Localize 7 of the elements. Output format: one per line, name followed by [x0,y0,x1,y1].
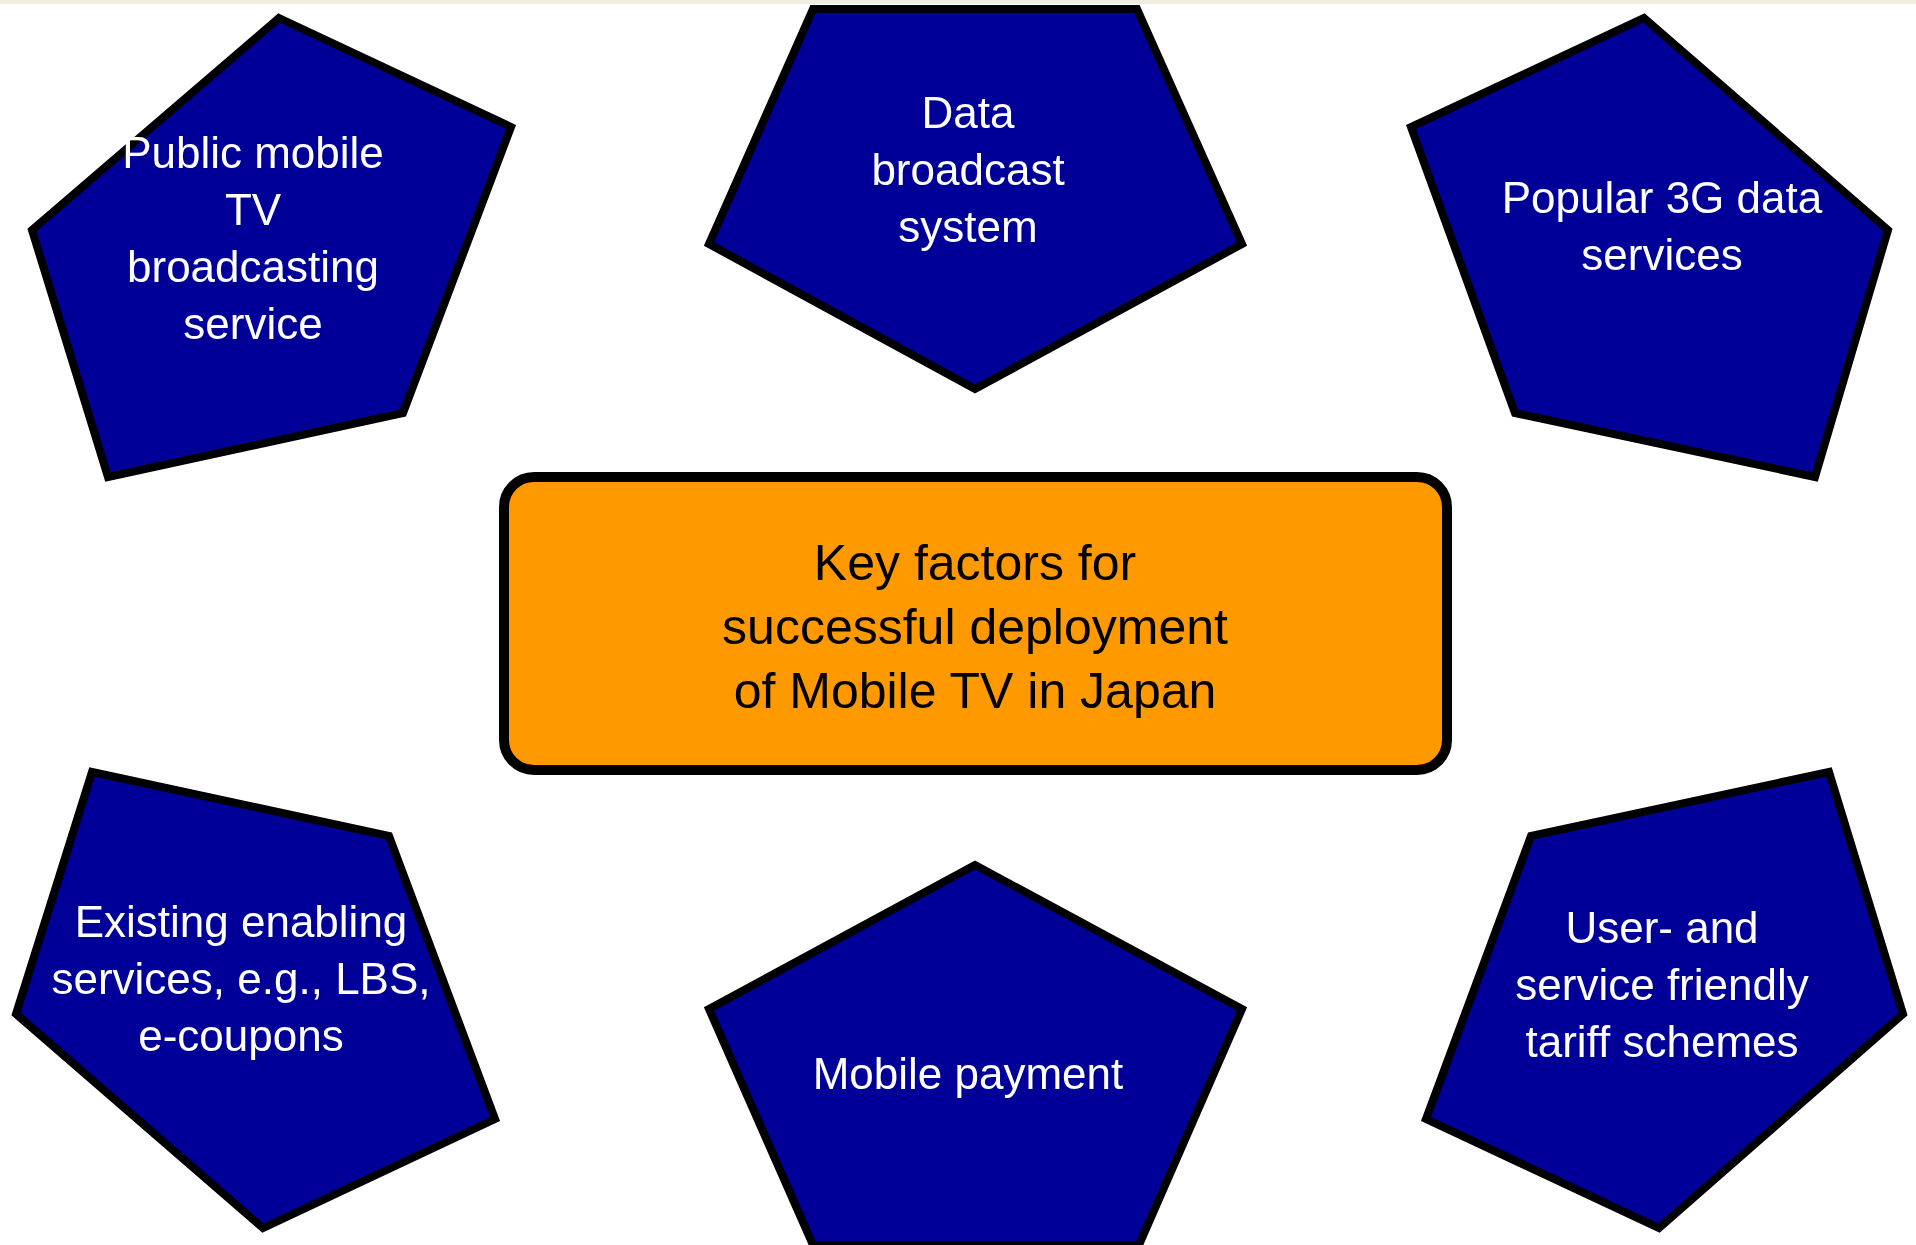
node-label: User- and service friendly tariff schemes [1514,901,1810,1068]
node-label: Data broadcast system [870,86,1066,253]
node-label: Public mobile TV broadcasting service [121,127,385,350]
node-label: Mobile payment [811,1047,1125,1100]
node-label: Existing enabling services, e.g., LBS, e-coupons [50,895,432,1062]
node-label: Key factors for successful deployment of Mobile TV in Japan [721,534,1229,721]
node-label: Popular 3G data services [1500,172,1824,281]
